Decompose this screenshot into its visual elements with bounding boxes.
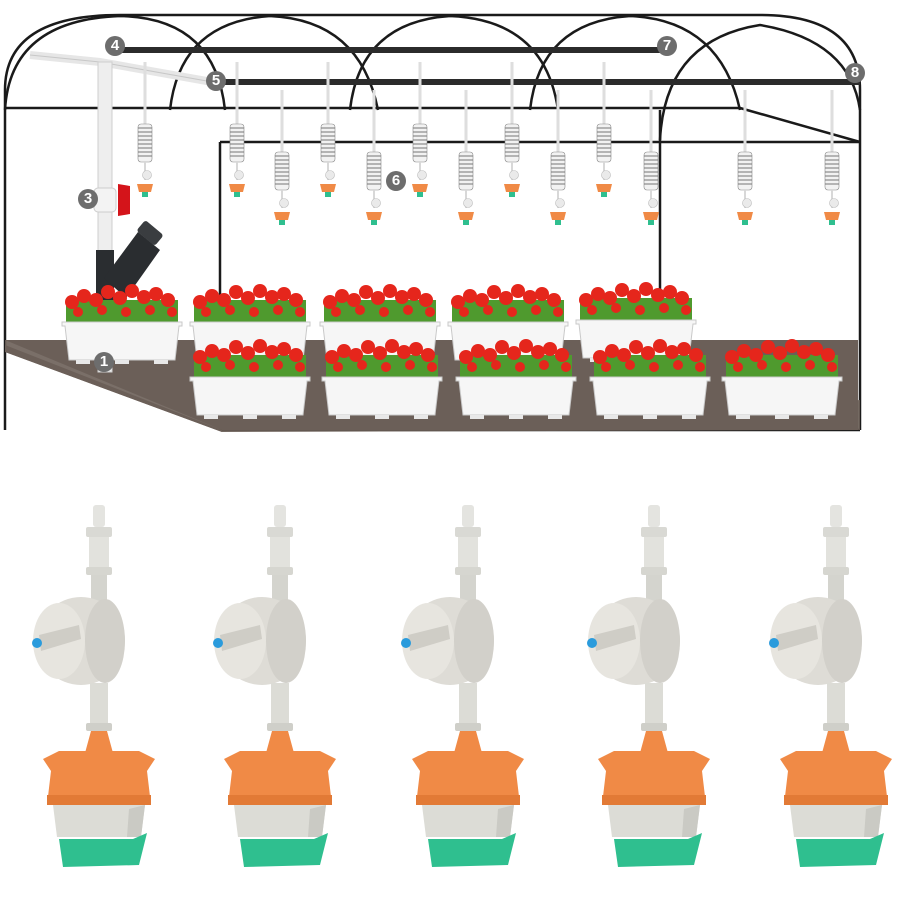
callout-8: 8: [845, 63, 865, 83]
product-nozzles: [32, 505, 892, 867]
callout-4: 4: [105, 36, 125, 56]
ball-valve: [93, 184, 130, 216]
callout-1: 1: [94, 352, 114, 372]
callout-5: 5: [206, 71, 226, 91]
hanging-sprinklers: [135, 60, 842, 227]
planter-row-front: [189, 339, 843, 420]
supply-pipe: [29, 51, 219, 87]
callout-7: 7: [657, 36, 677, 56]
callout-3: 3: [78, 189, 98, 209]
callout-6: 6: [386, 171, 406, 191]
